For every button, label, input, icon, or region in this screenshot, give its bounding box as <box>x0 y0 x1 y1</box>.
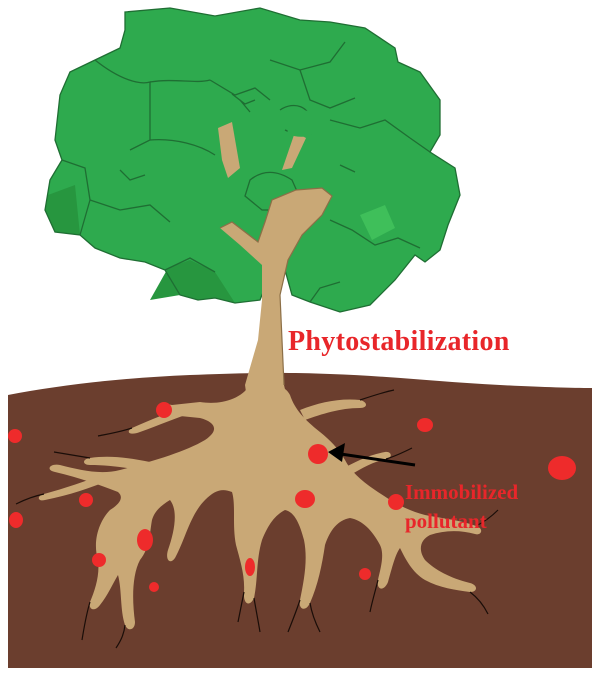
pollutant-dot-icon <box>92 553 106 567</box>
tree-canopy-icon <box>45 8 460 312</box>
pollutant-dot-icon <box>295 490 315 508</box>
process-label: Phytostabilization <box>288 326 510 358</box>
pollutant-label-line1: Immobilized <box>405 478 575 507</box>
pollutant-dot-icon <box>156 402 172 418</box>
pollutant-label: Immobilized pollutant <box>405 478 575 536</box>
pollutant-dot-icon <box>8 429 22 443</box>
pollutant-dot-icon <box>359 568 371 580</box>
pollutant-dot-icon <box>149 582 159 592</box>
pollutant-dot-icon <box>245 558 255 576</box>
pollutant-dot-icon <box>79 493 93 507</box>
pollutant-dot-icon <box>417 418 433 432</box>
pollutant-label-line2: pollutant <box>405 507 575 536</box>
pollutant-dot-icon <box>388 494 404 510</box>
pollutant-dot-icon <box>548 456 576 480</box>
pollutant-dot-icon <box>308 444 328 464</box>
pollutant-dot-icon <box>137 529 153 551</box>
pollutant-dot-icon <box>9 512 23 528</box>
